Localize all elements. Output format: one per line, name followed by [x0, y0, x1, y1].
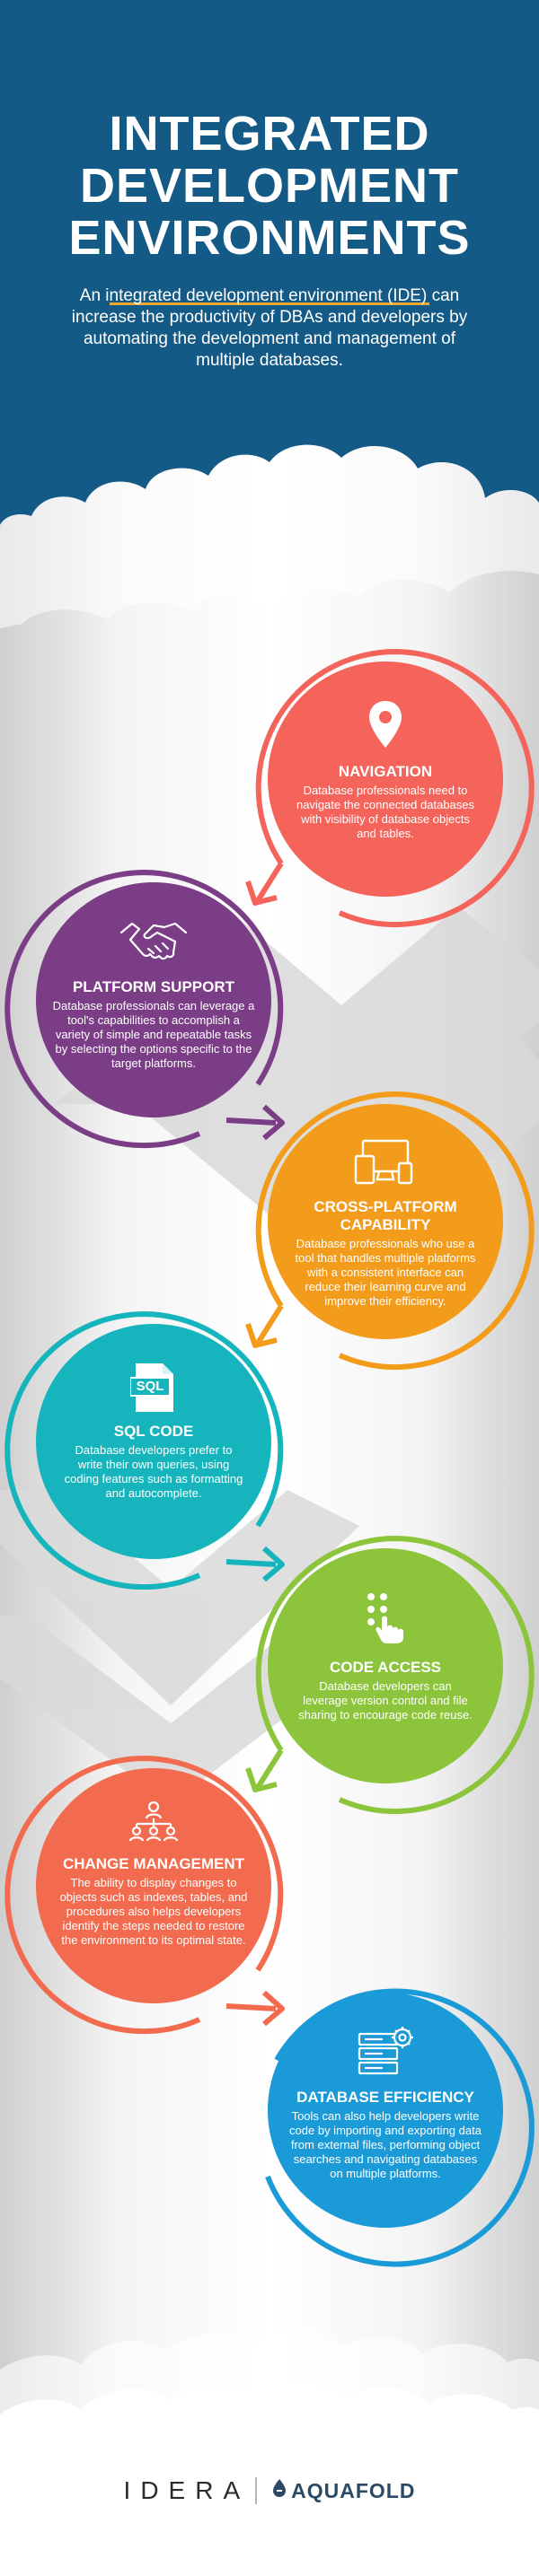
sql-code-heading: SQL CODE: [113, 1423, 194, 1440]
org-chart-icon: [128, 1801, 180, 1846]
navigation-disc: NAVIGATION Database professionals need t…: [268, 662, 503, 897]
touch-pointer-icon: [364, 1591, 407, 1650]
title-line-3: ENVIRONMENTS: [68, 211, 471, 265]
sql-code-ring: [4, 1311, 285, 1590]
footer-cloud: [0, 2330, 539, 2576]
step-platform-support: PLATFORM SUPPORT Database professionals …: [2, 860, 298, 1156]
code-access-heading: CODE ACCESS: [329, 1659, 442, 1676]
aquafold-logo-text: AQUAFOLD: [291, 2478, 416, 2502]
step-cross-platform: CROSS-PLATFORM CAPABILITY Database profe…: [241, 1082, 537, 1378]
change-management-body: The ability to display changes to object…: [59, 1876, 248, 1947]
sql-code-body: Database developers prefer to write thei…: [64, 1443, 243, 1500]
header-band: [0, 0, 539, 628]
sql-file-icon: SQL: [130, 1362, 177, 1414]
sql-code-disc: SQL SQL CODE Database developers prefer …: [36, 1324, 271, 1559]
sql-file-label: SQL: [136, 1379, 164, 1394]
platform-support-disc: PLATFORM SUPPORT Database professionals …: [36, 882, 271, 1117]
location-pin-icon: [367, 699, 404, 754]
change-management-ring: [4, 1756, 285, 2035]
aquafold-logo-icon: [271, 2478, 287, 2503]
step-code-access: CODE ACCESS Database developers can leve…: [241, 1526, 537, 1822]
code-access-body: Database developers can leverage version…: [298, 1679, 473, 1722]
code-access-ring: [245, 1536, 535, 1815]
aquafold-logo: AQUAFOLD: [271, 2478, 415, 2503]
page-title: INTEGRATED DEVELOPMENT ENVIRONMENTS: [0, 108, 539, 264]
step-change-management: CHANGE MANAGEMENT The ability to display…: [2, 1746, 298, 2042]
title-line-2: DEVELOPMENT: [79, 159, 460, 213]
server-gear-icon: [356, 2025, 415, 2080]
database-efficiency-heading: DATABASE EFFICIENCY: [296, 2089, 474, 2106]
cross-platform-heading: CROSS-PLATFORM CAPABILITY: [314, 1198, 457, 1233]
step-sql-code: SQL SQL CODE Database developers prefer …: [2, 1301, 298, 1598]
platform-support-body: Database professionals can leverage a to…: [52, 999, 255, 1070]
title-line-1: INTEGRATED: [109, 107, 430, 161]
database-efficiency-disc: DATABASE EFFICIENCY Tools can also help …: [268, 1993, 503, 2228]
cross-platform-body: Database professionals who use a tool th…: [295, 1237, 476, 1308]
cross-platform-ring: [245, 1091, 535, 1371]
step-database-efficiency: DATABASE EFFICIENCY Tools can also help …: [241, 1970, 537, 2267]
title-divider: [110, 302, 429, 305]
navigation-heading: NAVIGATION: [338, 763, 433, 780]
platform-support-heading: PLATFORM SUPPORT: [72, 978, 235, 995]
change-management-disc: CHANGE MANAGEMENT The ability to display…: [36, 1768, 271, 2003]
navigation-ring: [245, 649, 535, 928]
cross-platform-disc: CROSS-PLATFORM CAPABILITY Database profe…: [268, 1104, 503, 1339]
platform-support-ring: [4, 870, 285, 1149]
navigation-body: Database professionals need to navigate …: [296, 784, 475, 840]
footer-logos: IDERA AQUAFOLD: [0, 2473, 539, 2509]
idera-logo: IDERA: [123, 2476, 251, 2504]
devices-icon: [354, 1138, 417, 1189]
step-navigation: NAVIGATION Database professionals need t…: [241, 639, 537, 935]
logo-divider: [255, 2477, 258, 2504]
handshake-icon: [119, 915, 188, 969]
code-access-disc: CODE ACCESS Database developers can leve…: [268, 1548, 503, 1783]
change-management-heading: CHANGE MANAGEMENT: [62, 1855, 245, 1872]
database-efficiency-body: Tools can also help developers write cod…: [289, 2109, 482, 2180]
intro-text: An integrated development environment (I…: [71, 286, 468, 370]
